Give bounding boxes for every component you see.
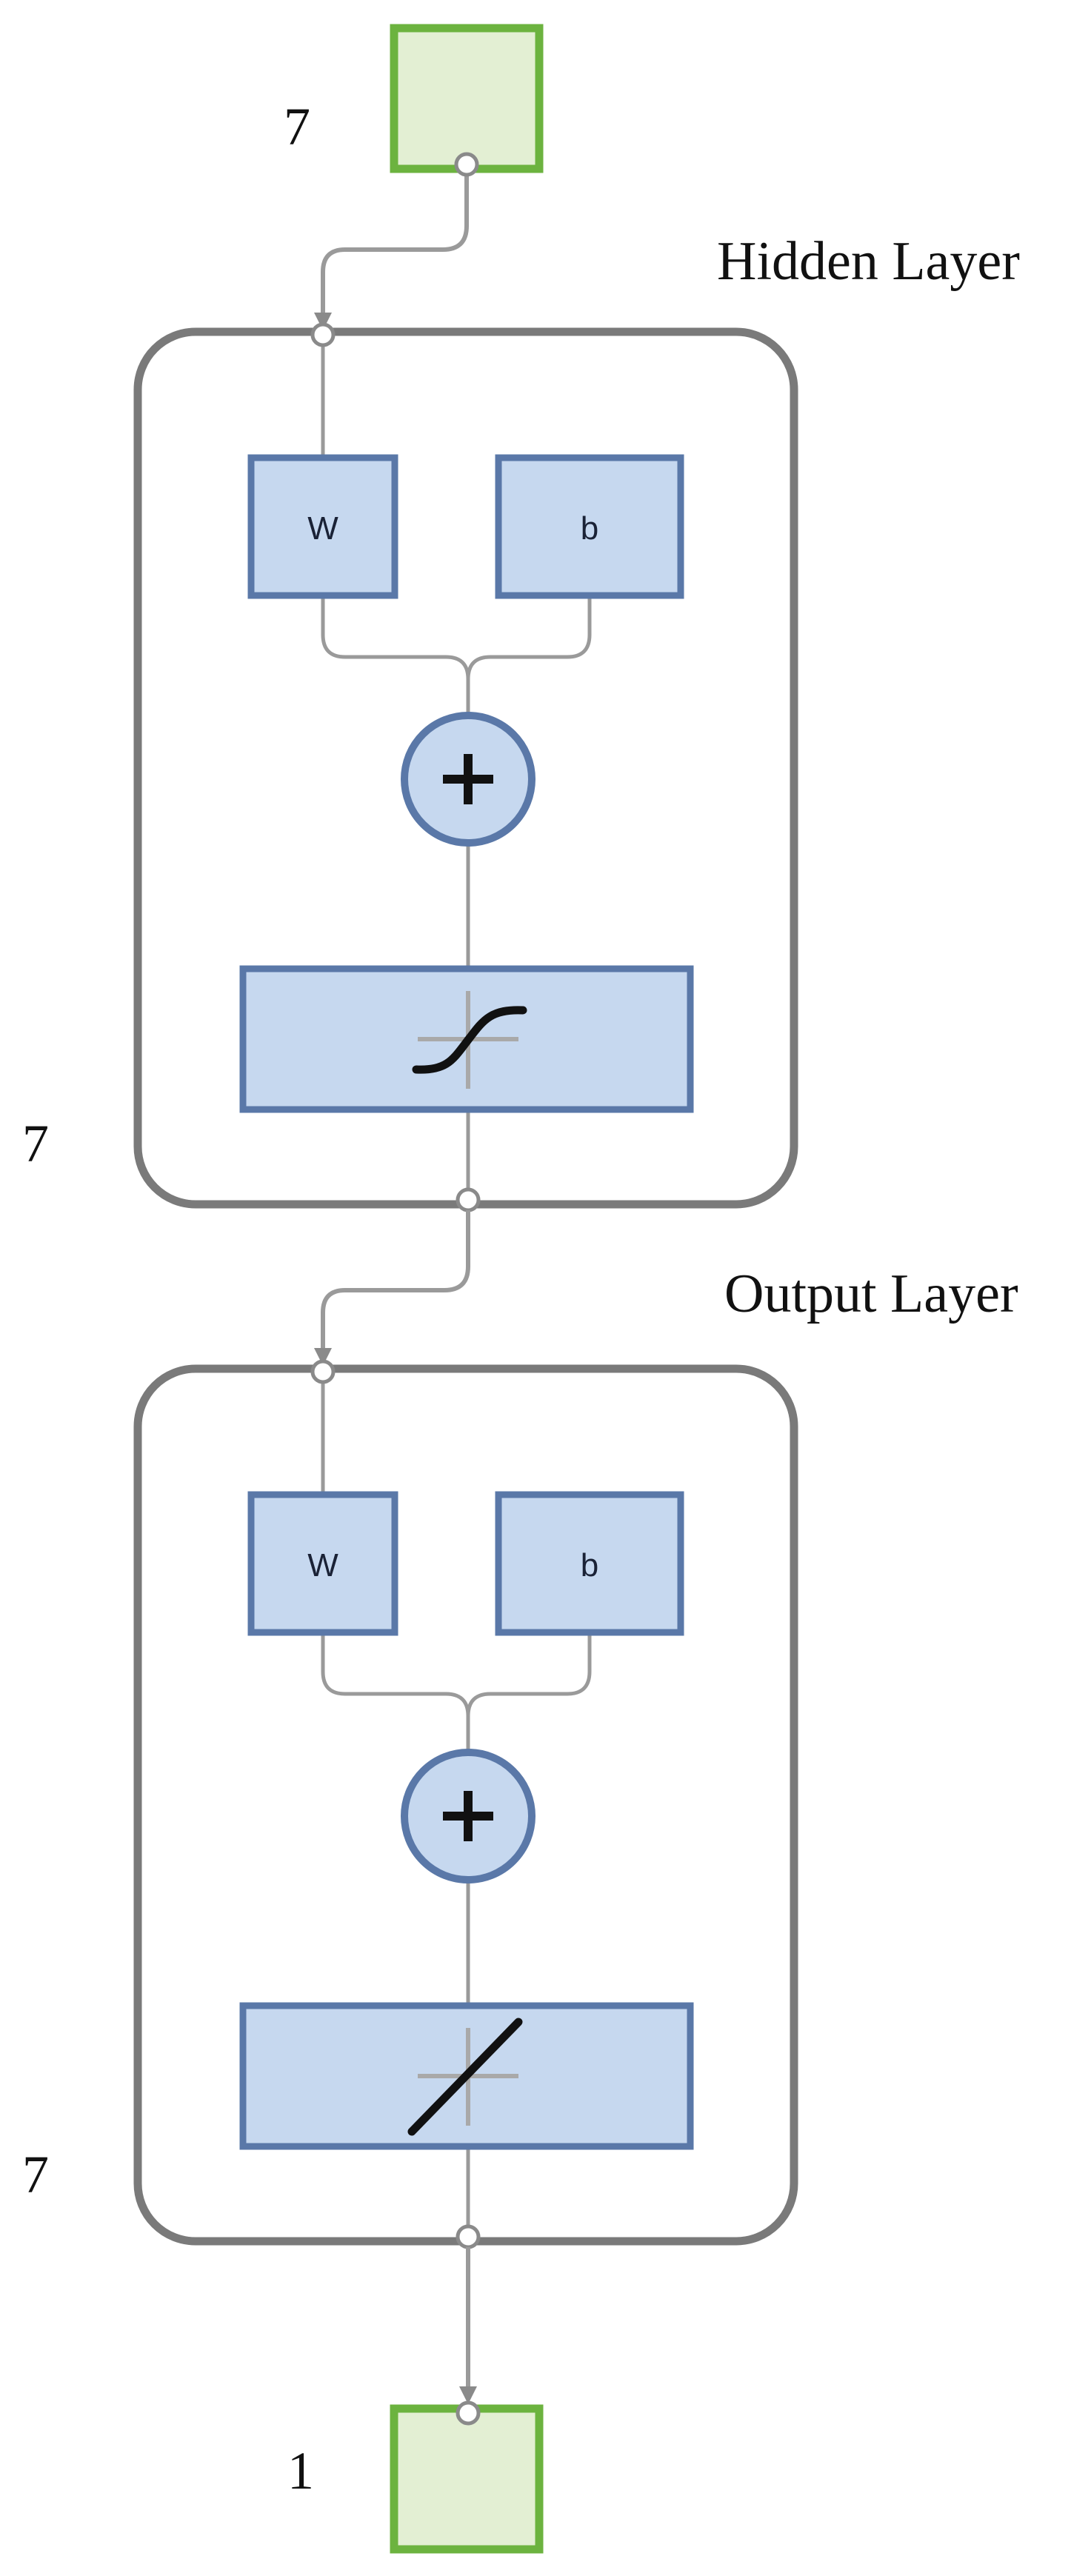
hidden-bias-block: b bbox=[495, 454, 684, 599]
output-layer-title: Output Layer bbox=[724, 1264, 1018, 1324]
hidden-sum-node bbox=[401, 712, 536, 847]
input-port bbox=[454, 152, 479, 177]
output-bias-label: b bbox=[581, 1547, 598, 1584]
hidden-output-size-label: 7 bbox=[22, 1114, 49, 1173]
output-size-label: 1 bbox=[287, 2441, 314, 2500]
hidden-weight-block: W bbox=[247, 454, 398, 599]
output-box-port bbox=[456, 2400, 481, 2426]
input-to-hidden-wire bbox=[321, 164, 469, 317]
tansig-sigmoid-icon bbox=[412, 991, 527, 1089]
input-size-label: 7 bbox=[284, 97, 310, 156]
output-wb-merge-wire bbox=[321, 1632, 592, 1768]
hidden-to-output-arrowhead bbox=[314, 1348, 332, 1366]
output-box bbox=[390, 2404, 544, 2554]
input-arrowhead bbox=[314, 313, 332, 330]
output-sum-node bbox=[401, 1749, 536, 1883]
output-layer-output-size-label: 7 bbox=[22, 2145, 49, 2204]
hidden-layer-input-port bbox=[310, 322, 336, 347]
output-weight-label: W bbox=[307, 1547, 338, 1584]
output-bias-block: b bbox=[495, 1491, 684, 1636]
plus-icon bbox=[443, 754, 493, 804]
output-arrowhead bbox=[459, 2386, 477, 2404]
purelin-linear-icon bbox=[407, 2018, 523, 2136]
hidden-weight-label: W bbox=[307, 510, 338, 547]
hidden-to-output-wire bbox=[321, 1210, 470, 1352]
hidden-bias-label: b bbox=[581, 510, 598, 547]
output-layer-input-port bbox=[310, 1359, 336, 1384]
output-weight-block: W bbox=[247, 1491, 398, 1636]
output-layer-output-port bbox=[456, 2224, 481, 2249]
hidden-transfer-block bbox=[239, 965, 694, 1113]
output-transfer-block bbox=[239, 2002, 694, 2150]
plus-icon bbox=[443, 1791, 493, 1841]
hidden-wb-merge-wire bbox=[321, 595, 592, 731]
hidden-layer-title: Hidden Layer bbox=[717, 231, 1020, 292]
input-box bbox=[390, 24, 544, 173]
hidden-layer-output-port bbox=[456, 1187, 481, 1212]
